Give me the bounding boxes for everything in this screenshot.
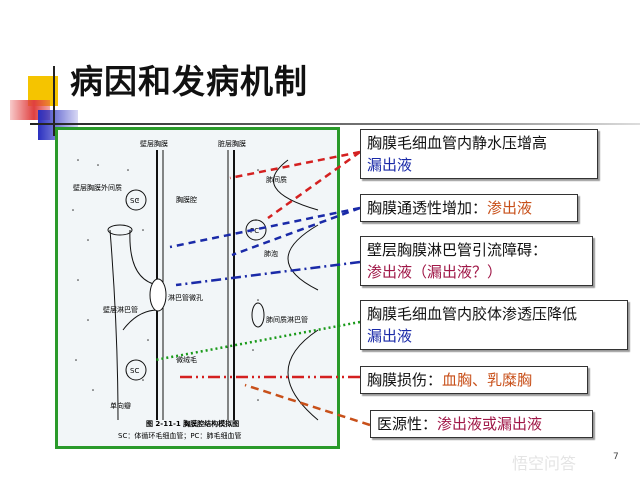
- page-title: 病因和发病机制: [70, 62, 308, 101]
- label-parietal-lymph: 壁层淋巴管: [103, 305, 138, 314]
- box-result: 渗出液: [487, 199, 533, 217]
- box-result: 漏出液: [367, 156, 413, 174]
- sc-top-circle: [125, 189, 147, 211]
- cause-box-permeability: 胸膜通透性增加：渗出液: [360, 194, 578, 222]
- diagram-caption: 图 2-11-1 胸膜腔结构模拟图: [146, 419, 239, 428]
- box-text: 胸膜损伤：: [367, 371, 443, 389]
- title-divider: [30, 123, 640, 125]
- box-result: 漏出液: [367, 327, 413, 345]
- label-pleural-cavity: 胸膜腔: [176, 195, 197, 204]
- arrow-hydrostatic-sc: [229, 150, 361, 180]
- pc-circle: [245, 219, 267, 241]
- arrow-permeability-parietal: [169, 206, 361, 249]
- box-text: 壁层胸膜淋巴管引流障碍：: [367, 241, 548, 259]
- label-alveolus: 肺泡: [264, 249, 278, 258]
- label-sc-top: SC: [130, 197, 139, 205]
- cause-box-hydrostatic: 胸膜毛细血管内静水压增高 漏出液: [360, 129, 598, 179]
- label-visceral-pleura: 脏层胸膜: [218, 139, 246, 148]
- sc-bottom-circle: [125, 359, 147, 381]
- arrow-oncotic: [154, 320, 361, 362]
- arrow-permeability-visceral: [231, 206, 361, 257]
- cause-box-iatrogenic: 医源性：渗出液或漏出液: [370, 410, 593, 438]
- label-sc-bottom: SC: [130, 367, 139, 375]
- box-text: 胸膜通透性增加：: [367, 199, 488, 217]
- page-number: 7: [613, 452, 619, 462]
- cause-box-injury: 胸膜损伤：血胸、乳糜胸: [360, 366, 588, 394]
- box-result: 渗出液（漏出液？）: [367, 263, 503, 281]
- label-valve: 单向瓣: [110, 401, 131, 410]
- label-pc: PC: [250, 227, 259, 235]
- box-text: 医源性：: [377, 415, 438, 433]
- diagram-frame: 壁层胸膜 脏层胸膜 SC 壁层胸膜外间质 胸膜腔 肺间质 PC 肺泡 淋巴管微孔…: [55, 127, 340, 449]
- watermark: 悟空问答: [512, 454, 577, 473]
- label-lung-interstitium: 肺间质: [266, 175, 287, 184]
- pleural-cavity-diagram: 壁层胸膜 脏层胸膜 SC 壁层胸膜外间质 胸膜腔 肺间质 PC 肺泡 淋巴管微孔…: [72, 139, 319, 440]
- label-parietal-interstitium: 壁层胸膜外间质: [73, 183, 122, 192]
- diagram-subcaption: SC：体循环毛细血管；PC：肺毛细血管: [118, 431, 241, 440]
- box-result: 渗出液或漏出液: [437, 415, 543, 433]
- label-lung-lymph: 肺间质淋巴管: [266, 315, 308, 324]
- box-text: 胸膜毛细血管内胶体渗透压降低: [367, 305, 578, 323]
- box-result: 血胸、乳糜胸: [442, 371, 533, 389]
- cause-box-oncotic: 胸膜毛细血管内胶体渗透压降低 漏出液: [360, 300, 628, 350]
- arrow-iatrogenic: [244, 383, 371, 427]
- arrow-lymph-drainage: [175, 260, 361, 287]
- label-parietal-pleura: 壁层胸膜: [140, 139, 168, 148]
- alveoli-outline: [272, 159, 319, 421]
- label-microvilli: 微绒毛: [176, 355, 197, 364]
- label-lymph-stoma: 淋巴管微孔: [168, 293, 203, 302]
- arrow-hydrostatic-pc: [267, 150, 361, 220]
- stipple: [72, 159, 259, 401]
- box-text: 胸膜毛细血管内静水压增高: [367, 134, 548, 152]
- cause-box-lymph-drainage: 壁层胸膜淋巴管引流障碍： 渗出液（漏出液？）: [360, 236, 593, 286]
- decor-vertical-line: [53, 66, 55, 136]
